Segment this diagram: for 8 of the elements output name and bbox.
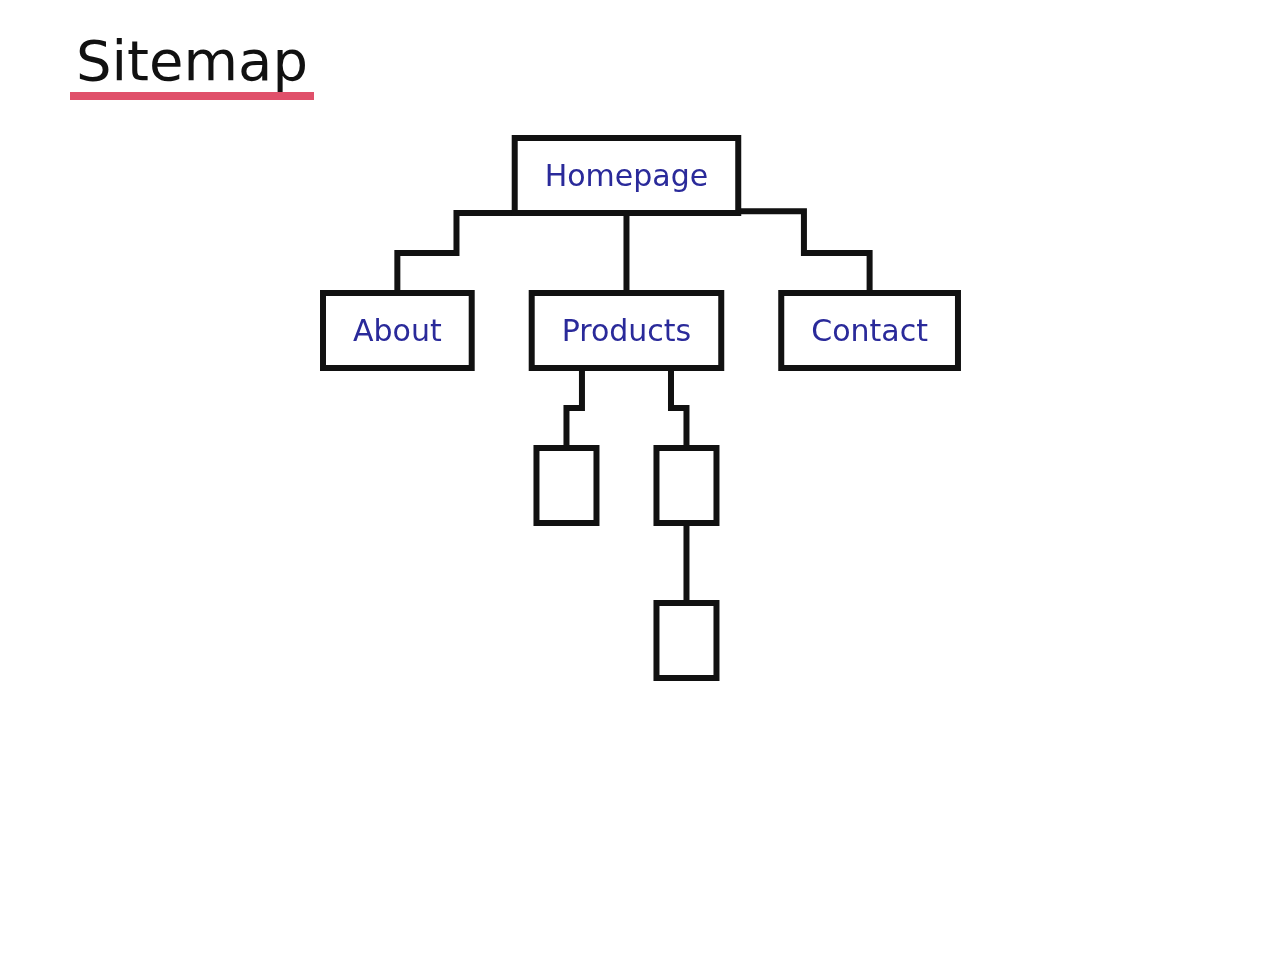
node-box: About (319, 290, 475, 371)
node-box (653, 600, 719, 681)
node-box (533, 445, 599, 526)
node-box (653, 445, 719, 526)
title: Sitemap (70, 30, 314, 100)
node-box: Products (528, 290, 724, 371)
node-box: Contact (777, 290, 961, 371)
node-box: Homepage (511, 135, 741, 216)
